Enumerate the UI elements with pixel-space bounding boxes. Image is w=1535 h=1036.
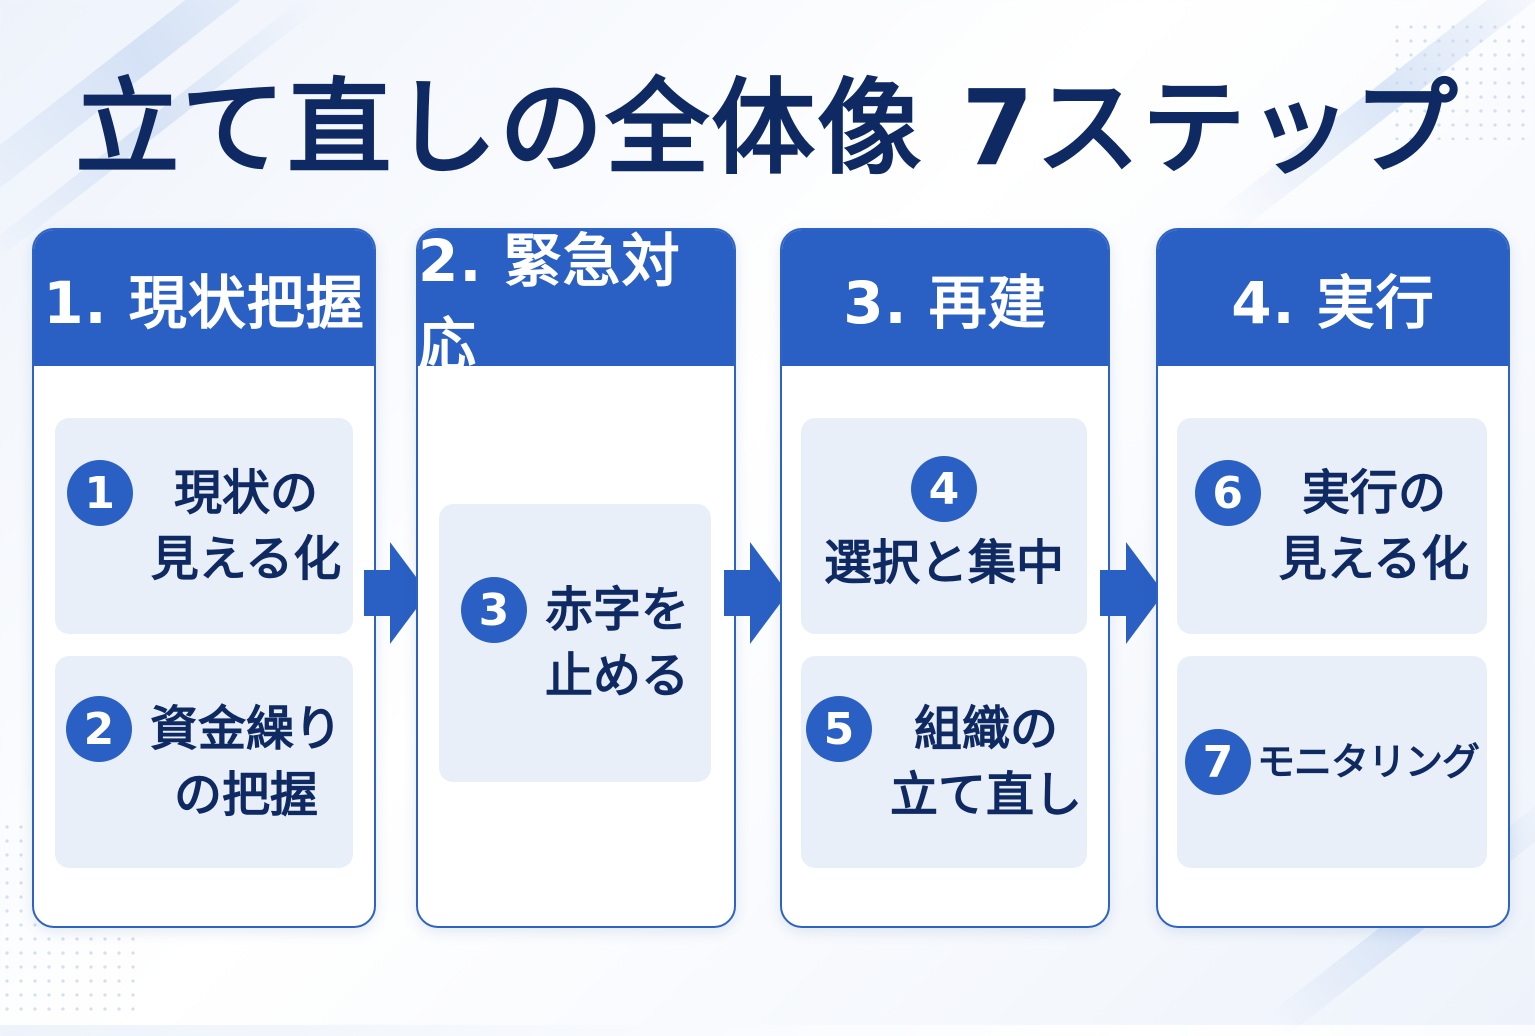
- step-card-3: 3 赤字を 止める: [439, 504, 711, 782]
- phase-header-3: 3. 再建: [782, 230, 1108, 366]
- step-badge-6: 6: [1194, 460, 1261, 526]
- step-text-2: 資金繰り の把握: [150, 696, 342, 828]
- step-text-6: 実行の 見える化: [1279, 460, 1470, 592]
- step-badge-7: 7: [1184, 729, 1251, 795]
- step-card-6: 6 実行の 見える化: [1177, 418, 1487, 634]
- step-text-7: モニタリング: [1256, 740, 1480, 784]
- step-badge-3: 3: [460, 577, 527, 643]
- step-text-3: 赤字を 止める: [545, 577, 689, 709]
- step-6-line-2: 見える化: [1278, 531, 1470, 587]
- arrow-right-icon: [364, 542, 428, 644]
- phase-column-4: 4. 実行 6 実行の 見える化 7 モニタリング: [1156, 228, 1510, 928]
- step-text-1: 現状の 見える化: [151, 460, 342, 592]
- step-badge-4: 4: [910, 456, 977, 522]
- step-text-4: 選択と集中: [823, 535, 1064, 591]
- step-card-2: 2 資金繰り の把握: [55, 656, 353, 868]
- step-badge-5: 5: [805, 696, 872, 762]
- phase-header-1: 1. 現状把握: [34, 230, 374, 366]
- step-badge-1: 1: [66, 460, 133, 526]
- arrow-right-icon: [1100, 542, 1164, 644]
- phase-column-1: 1. 現状把握 1 現状の 見える化 2 資金繰り の把握: [32, 228, 376, 928]
- step-badge-2: 2: [65, 696, 132, 762]
- phase-header-4: 4. 実行: [1158, 230, 1508, 366]
- step-text-5: 組織の 立て直し: [890, 696, 1082, 828]
- step-3-line-2: 止める: [544, 648, 689, 704]
- step-2-line-1: 資金繰り: [149, 701, 342, 757]
- arrow-right-icon: [724, 542, 788, 644]
- step-3-line-1: 赤字を: [544, 582, 689, 638]
- page-title: 立て直しの全体像 7ステップ: [75, 67, 1460, 189]
- step-6-line-1: 実行の: [1301, 465, 1446, 521]
- phase-column-3: 3. 再建 4 選択と集中 5 組織の 立て直し: [780, 228, 1110, 928]
- step-card-1: 1 現状の 見える化: [55, 418, 353, 634]
- phase-header-2: 2. 緊急対応: [418, 230, 734, 379]
- step-1-line-2: 見える化: [150, 531, 342, 587]
- step-card-5: 5 組織の 立て直し: [801, 656, 1087, 868]
- step-5-line-1: 組織の: [913, 701, 1058, 757]
- step-card-7: 7 モニタリング: [1177, 656, 1487, 868]
- step-5-line-2: 立て直し: [889, 767, 1082, 823]
- background-dots: [1390, 20, 1530, 140]
- step-1-line-1: 現状の: [173, 465, 318, 521]
- phase-column-2: 2. 緊急対応 3 赤字を 止める: [416, 228, 736, 928]
- step-2-line-2: の把握: [173, 767, 318, 823]
- step-card-4: 4 選択と集中: [801, 418, 1087, 634]
